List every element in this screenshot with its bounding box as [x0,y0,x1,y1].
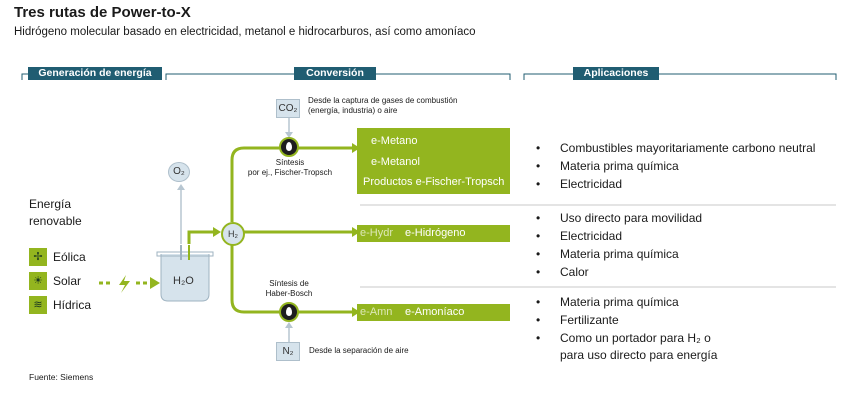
power-arrowhead [150,277,160,289]
application-item: Materia prima química [536,159,679,173]
synthesis-hb-icon [279,302,299,322]
energy-source-label: Hídrica [53,298,92,312]
product-ghost-label: e-Amn [360,306,393,318]
application-item: Materia prima química [536,247,679,261]
page-title: Tres rutas de Power-to-X [14,4,191,21]
energy-source-label: Solar [53,274,82,288]
energy-source-label: Eólica [53,250,86,264]
product-bar: e-Hidrógeno [398,226,476,241]
electrolyzer-rim [156,251,214,257]
application-item: Electricidad [536,229,622,243]
h2-node: H₂ [221,222,245,246]
h2-out-path [187,230,214,244]
source-note: Fuente: Siemens [29,372,94,382]
product-bar: e-Metano [364,134,474,149]
h2o-label: H₂O [173,275,194,287]
application-item: Como un portador para H₂ o [536,331,711,345]
applications-bracket [523,73,837,80]
electrolyzer-tank [160,254,210,302]
branch-bottom [230,242,353,314]
n2-box: N₂ [276,342,300,361]
lightning-icon [119,275,130,293]
section-conversion: Conversión [294,67,376,80]
application-item: Combustibles mayoritariamente carbono ne… [536,141,816,155]
product-bar: e-Metanol [364,155,474,170]
hb-synthesis-label: Síntesis de Haber-Bosch [265,279,313,298]
co2-note: Desde la captura de gases de combustión … [308,96,458,115]
ft-synthesis-label: Síntesis por ej., Fischer-Tropsch [247,158,333,177]
section-applications: Aplicaciones [573,67,659,80]
energy-heading: Energía renovable [29,197,82,228]
product-bar: Productos e-Fischer-Tropsch [360,175,508,190]
wind-turbine-icon: ✢ [29,248,47,266]
o2-bubble: O₂ [168,162,190,182]
n2-note: Desde la separación de aire [309,346,409,355]
solar-panel-icon: ☀ [29,272,47,290]
application-item: Materia prima química [536,295,679,309]
synthesis-ft-icon [279,137,299,157]
product-bar: e-Amoníaco [398,305,476,320]
product-ghost-label: e-Hydr [360,227,394,239]
application-item-continued: para uso directo para energía [560,348,718,362]
co2-box: CO₂ [276,99,300,118]
branch-top [230,146,353,222]
application-item: Calor [536,265,588,279]
hydro-icon: ≋ [29,296,47,314]
application-item: Uso directo para movilidad [536,211,702,225]
page-subtitle: Hidrógeno molecular basado en electricid… [14,26,476,38]
application-item: Electricidad [536,177,622,191]
application-item: Fertilizante [536,313,619,327]
section-generation: Generación de energía [28,67,162,80]
